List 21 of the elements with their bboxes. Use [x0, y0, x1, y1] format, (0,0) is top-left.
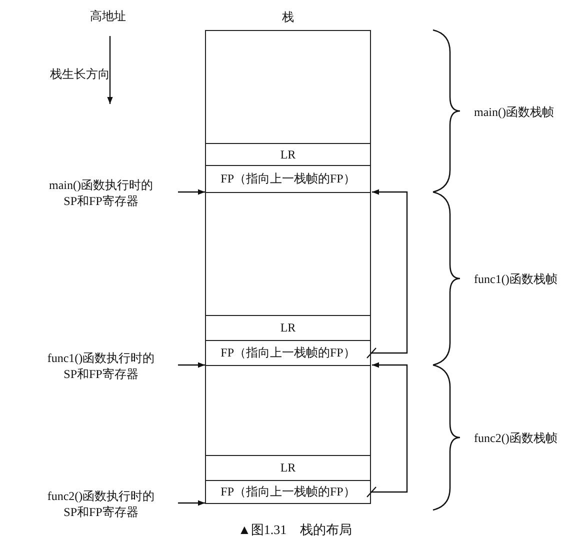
- pointer-arrow: [366, 189, 408, 358]
- pointer-arrow: [178, 500, 205, 506]
- direction-label: 栈生长方向: [50, 66, 110, 83]
- frame-label: func2()函数栈帧: [474, 430, 558, 447]
- label-text: func2()函数执行时的 SP和FP寄存器: [46, 488, 156, 520]
- slot-label: FP（指向上一栈帧的FP）: [220, 484, 356, 500]
- slot-label: LR: [280, 320, 296, 336]
- label-text: main()函数执行时的 SP和FP寄存器: [48, 177, 154, 209]
- address-label: 高地址: [90, 8, 126, 25]
- figure-caption: ▲图1.31 栈的布局: [238, 521, 352, 539]
- slot-label: FP（指向上一栈帧的FP）: [220, 344, 356, 362]
- pointer-arrow: [178, 362, 205, 368]
- pointer-arrow: [178, 189, 205, 195]
- label-text: func1()函数执行时的 SP和FP寄存器: [46, 350, 156, 382]
- pointer-arrow: [366, 362, 408, 498]
- slot-label: FP（指向上一栈帧的FP）: [220, 170, 356, 188]
- slot-label: LR: [280, 460, 296, 476]
- frame-label: func1()函数栈帧: [474, 271, 558, 288]
- frame-label: main()函数栈帧: [474, 104, 554, 121]
- slot-label: LR: [280, 147, 296, 162]
- stack-title: 栈: [282, 9, 294, 26]
